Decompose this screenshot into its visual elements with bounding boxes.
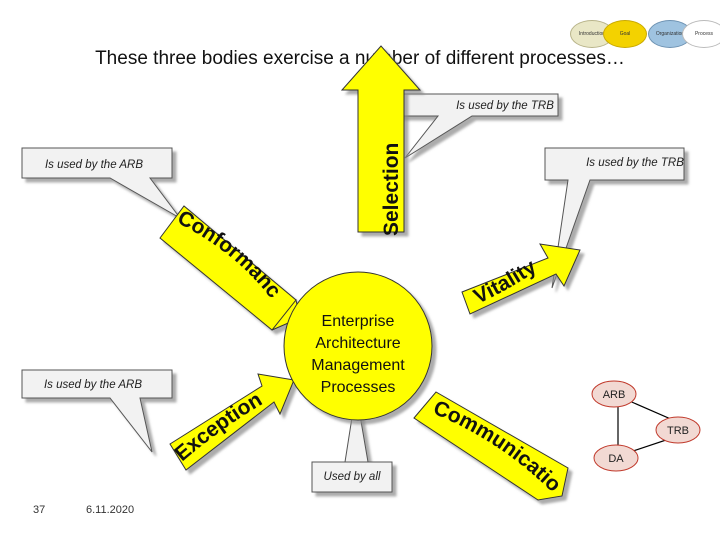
center-line-2: Architecture [315, 335, 400, 352]
selection-label: Selection [380, 143, 403, 236]
node-arb-label: ARB [603, 389, 626, 401]
callout-bottom: Used by all [311, 391, 393, 493]
node-arb [591, 380, 637, 408]
communication-arrow [413, 391, 569, 501]
vitality-arrow [461, 243, 581, 315]
node-da [593, 444, 639, 472]
nav-process[interactable]: Process [682, 20, 720, 48]
bodies-graph: ARB TRB DA [591, 380, 701, 472]
callout-right: Is used by the TRB [544, 147, 685, 289]
callout-left-top-text: Is used by the ARB [45, 159, 143, 171]
callout-bottom-text: Used by all [324, 471, 381, 483]
node-da-label: DA [608, 453, 624, 465]
node-trb-label: TRB [667, 425, 689, 437]
page-number: 37 [33, 504, 46, 516]
selection-arrow [340, 45, 422, 233]
slide-title: These three bodies exercise a number of … [95, 48, 625, 69]
callout-right-text: Is used by the TRB [586, 157, 684, 169]
center-line-4: Processes [321, 379, 396, 396]
nav-goal[interactable]: Goal [603, 20, 647, 48]
center-line-3: Management [311, 357, 405, 374]
center-circle [283, 271, 433, 421]
center-line-1: Enterprise [322, 313, 395, 330]
footer-date: 6.11.2020 [86, 504, 135, 516]
callout-top-text: Is used by the TRB [456, 100, 554, 112]
callout-left-bottom-text: Is used by the ARB [44, 379, 142, 391]
node-trb [655, 416, 701, 444]
callout-top: Is used by the TRB [395, 93, 559, 159]
callout-left-top: Is used by the ARB [21, 147, 181, 219]
callout-left-bottom: Is used by the ARB [21, 369, 173, 453]
exceptions-arrow [169, 373, 295, 471]
